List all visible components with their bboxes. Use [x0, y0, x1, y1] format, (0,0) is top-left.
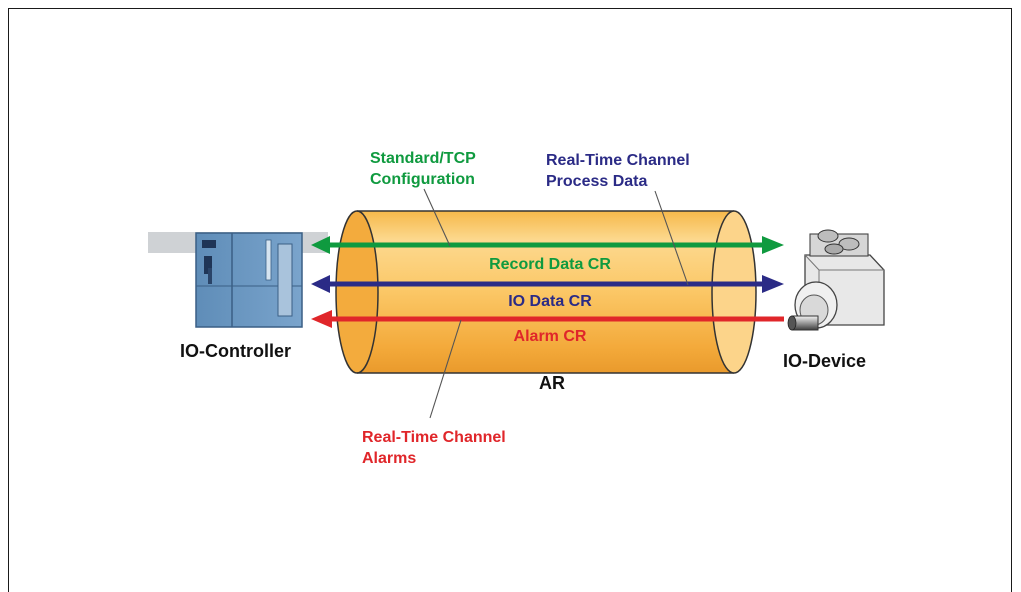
rt-alarms-line2: Alarms [362, 450, 417, 467]
record-data-cr-label: Record Data CR [489, 256, 611, 273]
rt-alarms-label: Real-Time Channel Alarms [362, 427, 506, 469]
io-data-arrow [311, 275, 784, 293]
alarm-cr-label: Alarm CR [513, 328, 587, 345]
standard-tcp-line1: Standard/TCP [370, 150, 476, 167]
io-data-cr-label: IO Data CR [508, 293, 592, 310]
leader-rt-alarms [429, 319, 462, 419]
alarm-arrow [311, 310, 784, 328]
rt-alarms-line1: Real-Time Channel [362, 429, 506, 446]
rt-process-line2: Process Data [546, 173, 648, 190]
plc-controller-icon [195, 232, 303, 328]
io-device-label: IO-Device [783, 351, 867, 371]
leader-rt-process [654, 190, 689, 286]
standard-tcp-label: Standard/TCP Configuration [370, 148, 476, 190]
rt-process-label: Real-Time Channel Process Data [546, 150, 690, 192]
ar-label: AR [539, 373, 565, 393]
rotary-encoder-icon [787, 229, 885, 331]
record-data-arrow [311, 236, 784, 254]
io-controller-label: IO-Controller [180, 341, 291, 361]
rt-process-line1: Real-Time Channel [546, 152, 690, 169]
standard-tcp-line2: Configuration [370, 171, 475, 188]
leader-standard-tcp [423, 188, 451, 247]
diagram-frame [8, 8, 1012, 592]
